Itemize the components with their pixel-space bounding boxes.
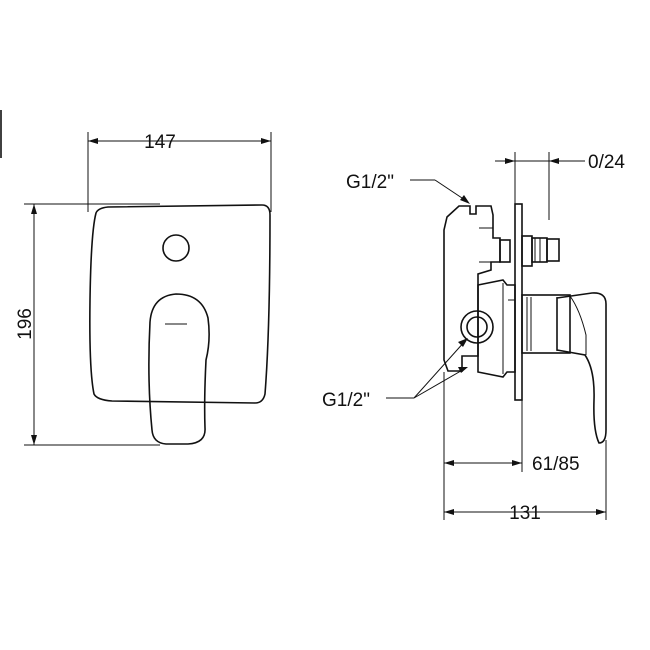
adjust-arrow-right <box>549 158 559 164</box>
handle-collar <box>521 294 571 354</box>
total-arrow-right <box>596 509 606 515</box>
wall-plate <box>514 203 523 401</box>
width-label: 147 <box>144 132 176 153</box>
depth-label: 61/85 <box>532 454 580 475</box>
lever-profile-detail <box>569 295 587 355</box>
diverter-knob <box>162 234 190 262</box>
depth-arrow-right <box>512 460 522 466</box>
height-label: 196 <box>15 308 36 340</box>
bottom-leader-arrow-1 <box>458 338 468 347</box>
bottom-leader-arrow-2 <box>458 367 468 373</box>
width-arrow-left <box>88 138 98 144</box>
bottom-leader-diagonal-2 <box>413 367 467 399</box>
outlet-ring-inner <box>466 316 488 338</box>
lever-profile <box>556 292 607 444</box>
adjust-arrow-left <box>505 158 515 164</box>
width-arrow-right <box>261 138 271 144</box>
depth-arrow-left <box>444 460 454 466</box>
height-arrow-top <box>31 204 37 214</box>
stem-nut <box>521 235 533 267</box>
bottom-leader-diagonal-1 <box>413 339 467 399</box>
stem-tip <box>546 238 560 262</box>
lever-handle <box>148 293 210 445</box>
height-arrow-bottom <box>31 435 37 445</box>
outlet-ring-outer <box>460 310 494 344</box>
total-arrow-left <box>444 509 454 515</box>
cartridge-block <box>477 279 516 378</box>
top-leader-arrow <box>460 195 470 204</box>
bottom-connection-label: G1/2" <box>322 390 370 411</box>
total-depth-label: 131 <box>509 503 541 524</box>
front-view: 147 196 <box>15 132 272 446</box>
cover-plate <box>89 204 271 404</box>
adjust-label: 0/24 <box>588 152 625 173</box>
valve-body <box>443 205 501 372</box>
side-view: 0/24 G1/2" G1/2" 61/85 131 <box>322 152 625 524</box>
stem-collar <box>499 239 511 263</box>
top-connection-label: G1/2" <box>346 172 394 193</box>
